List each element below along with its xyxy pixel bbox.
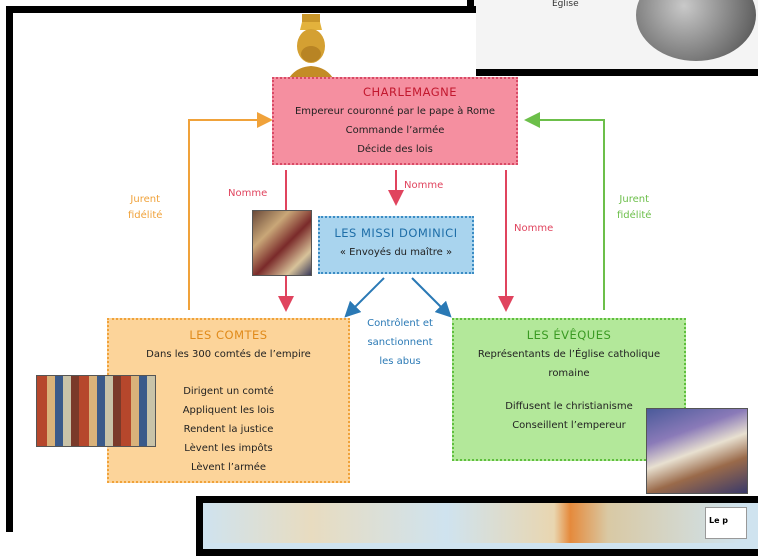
arrow-controle-comtes bbox=[344, 277, 385, 318]
top-right-panel: Église bbox=[467, 0, 758, 76]
jurent-right-line-2: fidélité bbox=[617, 210, 652, 221]
controle-line-2: sanctionnent bbox=[367, 337, 433, 348]
eveques-line-1: Diffusent le christianisme bbox=[505, 401, 633, 412]
nomme-center-label: Nomme bbox=[404, 180, 444, 191]
comtes-line-4: Lèvent les impôts bbox=[184, 443, 273, 454]
eveques-line-2: Conseillent l’empereur bbox=[512, 420, 626, 431]
controle-line-3: les abus bbox=[379, 356, 421, 367]
comtes-line-3: Rendent la justice bbox=[183, 424, 274, 435]
arrow-jurent-right bbox=[524, 112, 605, 310]
charlemagne-line-2: Commande l’armée bbox=[345, 125, 445, 136]
comtes-image bbox=[36, 375, 156, 447]
map-legend-text: Le p bbox=[709, 516, 729, 525]
map-image bbox=[203, 503, 743, 543]
charlemagne-title: CHARLEMAGNE bbox=[362, 85, 458, 99]
nomme-left-label: Nomme bbox=[228, 188, 268, 199]
comtes-line-1: Dirigent un comté bbox=[183, 386, 274, 397]
eveques-intro-1: Représentants de l’Église catholique bbox=[477, 349, 661, 360]
comtes-line-5: Lèvent l’armée bbox=[190, 462, 267, 473]
eveques-title: LES ÉVÊQUES bbox=[526, 328, 612, 342]
charlemagne-line-1: Empereur couronné par le pape à Rome bbox=[294, 106, 496, 117]
panel-caption: Église bbox=[552, 0, 579, 9]
controle-line-1: Contrôlent et bbox=[367, 318, 433, 329]
comtes-line-2: Appliquent les lois bbox=[182, 405, 275, 416]
comtes-title: LES COMTES bbox=[189, 328, 268, 342]
missi-subtitle: « Envoyés du maître » bbox=[339, 247, 453, 258]
charlemagne-line-3: Décide des lois bbox=[357, 144, 433, 155]
comtes-intro: Dans les 300 comtés de l’empire bbox=[146, 349, 311, 360]
jurent-right-label: Jurent fidélité bbox=[617, 190, 651, 225]
jurent-left-label: Jurent fidélité bbox=[128, 190, 162, 225]
controle-label: Contrôlent et sanctionnent les abus bbox=[358, 314, 442, 371]
jurent-right-line-1: Jurent bbox=[619, 194, 650, 205]
missi-dominici-image bbox=[252, 210, 312, 276]
nomme-right-label: Nomme bbox=[514, 223, 554, 234]
jurent-left-line-1: Jurent bbox=[130, 194, 161, 205]
eveques-intro-2: romaine bbox=[548, 368, 590, 379]
charlemagne-box: CHARLEMAGNE Empereur couronné par le pap… bbox=[272, 77, 518, 165]
missi-dominici-box: LES MISSI DOMINICI « Envoyés du maître » bbox=[318, 216, 474, 274]
jurent-left-line-2: fidélité bbox=[128, 210, 163, 221]
eveques-image bbox=[646, 408, 748, 494]
arrow-controle-eveques bbox=[411, 277, 452, 318]
arrow-jurent-left bbox=[188, 112, 273, 310]
missi-title: LES MISSI DOMINICI bbox=[334, 226, 458, 240]
